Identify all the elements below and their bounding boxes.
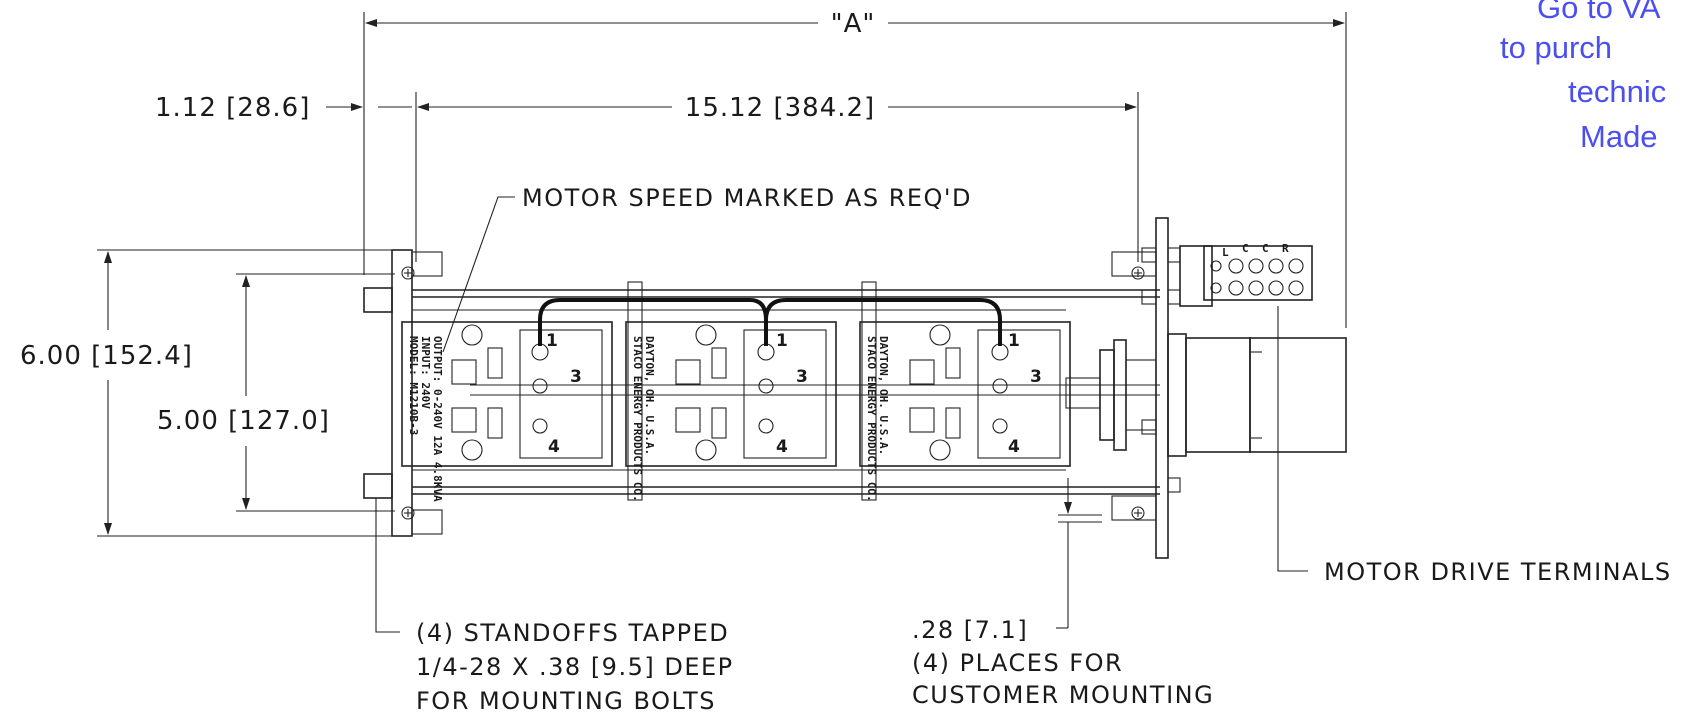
dimension-standoff-offset-label: 1.12 [28.6]	[155, 93, 310, 123]
s3-terminal-1: 1	[1008, 331, 1020, 351]
note-standoffs: (4) STANDOFFS TAPPED 1/4-28 X .38 [9.5] …	[375, 498, 734, 715]
note-mounting-line-2: CUSTOMER MOUNTING	[912, 681, 1214, 709]
manufacturer-2-line-2: DAYTON, OH. U.S.A.	[643, 336, 656, 455]
terminal-block: L C C R	[1179, 242, 1313, 307]
note-mounting-line-1: (4) PLACES FOR	[912, 649, 1123, 677]
model-plate: MODEL: M1210B-3 INPUT: 240V OUTPUT: 0-24…	[407, 336, 444, 502]
s1-terminal-1: 1	[546, 331, 558, 351]
dimension-standoff-offset: 1.12 [28.6]	[155, 93, 412, 123]
note-motor-speed-label: MOTOR SPEED MARKED AS REQ'D	[522, 184, 972, 212]
note-motor-terminals: MOTOR DRIVE TERMINALS	[1277, 306, 1672, 586]
transformer-section-1: 1 3 4 MODEL: M1210B-3 INPUT: 240V OUTPUT…	[401, 321, 613, 502]
promo-line-4: Made	[1580, 119, 1658, 154]
brush-cable-2	[764, 298, 1002, 346]
terminal-label-c1: C	[1242, 242, 1249, 255]
s2-terminal-1: 1	[776, 331, 788, 351]
s3-terminal-3: 3	[1030, 367, 1042, 387]
s3-terminal-4: 4	[1008, 437, 1020, 457]
dimension-overall: "A"	[363, 9, 1347, 328]
dimension-mounting-span: 15.12 [384.2]	[415, 92, 1139, 262]
dimension-mounting-height: 5.00 [127.0]	[157, 273, 395, 512]
note-motor-terminals-label: MOTOR DRIVE TERMINALS	[1324, 558, 1672, 586]
dimension-overall-height-label: 6.00 [152.4]	[20, 341, 193, 371]
dimension-mounting-span-label: 15.12 [384.2]	[685, 93, 875, 123]
note-standoffs-line-1: (4) STANDOFFS TAPPED	[416, 619, 729, 647]
transformer-assembly: 1 3 4 MODEL: M1210B-3 INPUT: 240V OUTPUT…	[363, 217, 1347, 559]
dimension-foot-slot-label: .28 [7.1]	[912, 616, 1028, 644]
terminal-label-r: R	[1282, 242, 1289, 255]
note-standoffs-line-3: FOR MOUNTING BOLTS	[416, 687, 716, 715]
dimension-mounting-height-label: 5.00 [127.0]	[157, 406, 330, 436]
transformer-section-3: 1 3 4 STACO ENERGY PRODUCTS CO. DAYTON, …	[859, 321, 1071, 502]
s2-terminal-3: 3	[796, 367, 808, 387]
s2-terminal-4: 4	[776, 437, 788, 457]
dimension-overall-label: "A"	[831, 9, 876, 39]
terminal-label-c2: C	[1262, 242, 1269, 255]
manufacturer-label-2: STACO ENERGY PRODUCTS CO. DAYTON, OH. U.…	[631, 336, 656, 502]
note-standoffs-line-2: 1/4-28 X .38 [9.5] DEEP	[416, 653, 734, 681]
promo-line-3: technic	[1568, 74, 1666, 109]
note-motor-speed: MOTOR SPEED MARKED AS REQ'D	[442, 184, 972, 353]
s1-terminal-4: 4	[548, 437, 560, 457]
manufacturer-label-3: STACO ENERGY PRODUCTS CO. DAYTON, OH. U.…	[865, 336, 890, 502]
manufacturer-2-line-1: STACO ENERGY PRODUCTS CO.	[631, 336, 644, 502]
terminal-label-l: L	[1222, 246, 1229, 259]
manufacturer-3-line-1: STACO ENERGY PRODUCTS CO.	[865, 336, 878, 502]
promo-line-1: Go to VA	[1537, 0, 1661, 25]
model-plate-line-2: INPUT: 240V	[419, 336, 432, 409]
promo-line-2: to purch	[1500, 30, 1612, 65]
model-plate-line-1: MODEL: M1210B-3	[407, 336, 420, 435]
s1-terminal-3: 3	[570, 367, 582, 387]
motor	[1185, 337, 1347, 453]
dimension-overall-height: 6.00 [152.4]	[20, 249, 395, 537]
model-plate-line-3: OUTPUT: 0-240V 12A 4.8KVA	[431, 336, 444, 502]
transformer-section-2: 1 3 4 STACO ENERGY PRODUCTS CO. DAYTON, …	[625, 321, 837, 502]
dimension-foot-slot: .28 [7.1] (4) PLACES FOR CUSTOMER MOUNTI…	[912, 478, 1214, 709]
manufacturer-3-line-2: DAYTON, OH. U.S.A.	[877, 336, 890, 455]
promo-text: Go to VA to purch technic Made	[1500, 0, 1666, 154]
